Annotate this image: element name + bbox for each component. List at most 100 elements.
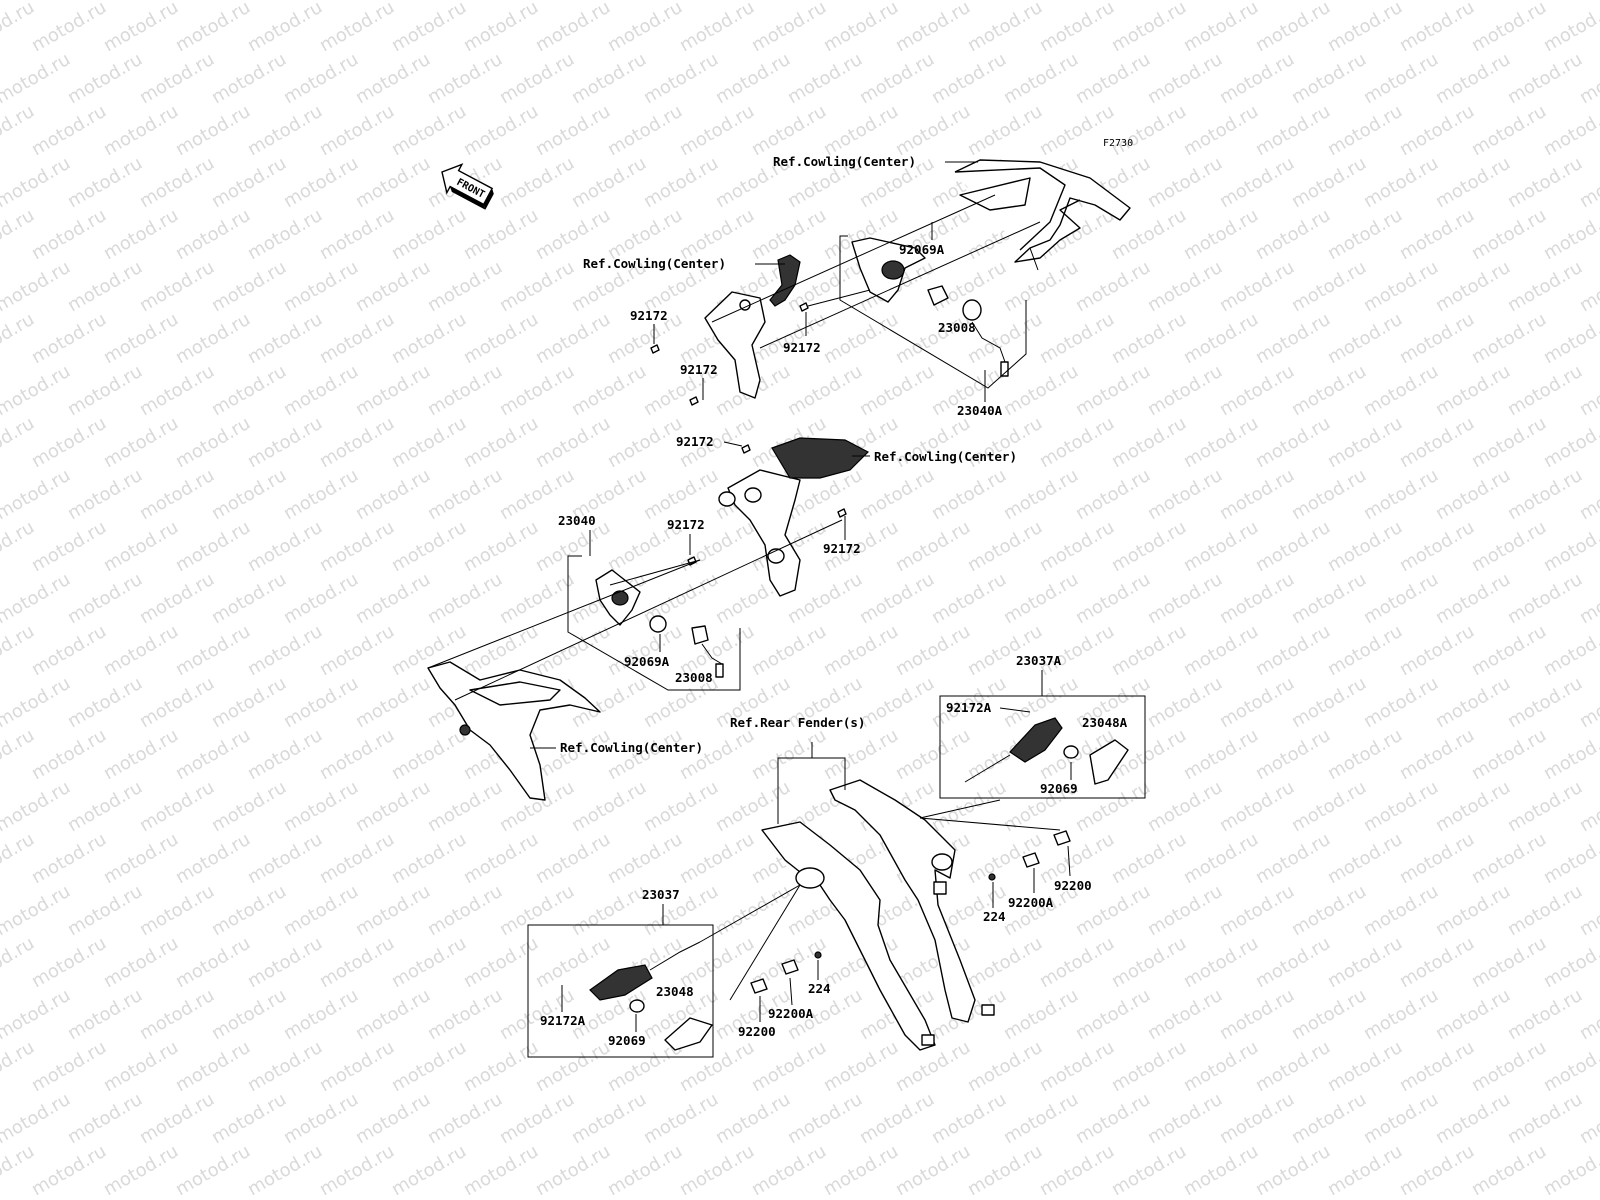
watermark-text: motod.ru	[280, 153, 362, 212]
watermark-text: motod.ru	[1288, 257, 1370, 316]
turn-signal-23037	[527, 924, 714, 1058]
watermark-text: motod.ru	[136, 257, 218, 316]
watermark-text: motod.ru	[280, 257, 362, 316]
watermark-text: motod.ru	[568, 153, 650, 212]
watermark-text: motod.ru	[1252, 621, 1334, 680]
label-92200A: 92200A	[768, 1006, 814, 1021]
watermark-text: motod.ru	[1468, 0, 1550, 56]
watermark-text: motod.ru	[1432, 881, 1514, 940]
watermark-text: motod.ru	[640, 153, 722, 212]
watermark-text: motod.ru	[460, 413, 542, 472]
watermark-text: motod.ru	[1324, 517, 1406, 576]
label-23040: 23040	[558, 513, 596, 528]
watermark-text: motod.ru	[1252, 933, 1334, 992]
watermark-text: motod.ru	[856, 465, 938, 524]
watermark-text: motod.ru	[208, 569, 290, 628]
watermark-text: motod.ru	[820, 1141, 902, 1200]
watermark-text: motod.ru	[1036, 309, 1118, 368]
watermark-text: motod.ru	[1324, 101, 1406, 160]
watermark-text: motod.ru	[424, 257, 506, 316]
leader-line	[919, 817, 1061, 831]
watermark-text: motod.ru	[136, 985, 218, 1044]
watermark-text: motod.ru	[1108, 1141, 1190, 1200]
watermark-text: motod.ru	[1252, 725, 1334, 784]
watermark-text: motod.ru	[784, 361, 866, 420]
watermark-text: motod.ru	[1252, 101, 1334, 160]
watermark-text: motod.ru	[1216, 673, 1298, 732]
watermark-text: motod.ru	[100, 309, 182, 368]
watermark-text: motod.ru	[640, 49, 722, 108]
watermark-text: motod.ru	[1000, 49, 1082, 108]
watermark-text: motod.ru	[172, 205, 254, 264]
watermark-text: motod.ru	[280, 673, 362, 732]
watermark-text: motod.ru	[424, 569, 506, 628]
watermark-text: motod.ru	[1108, 0, 1190, 56]
watermark-text: motod.ru	[1432, 361, 1514, 420]
label-ref-rear-fenders: Ref.Rear Fender(s)	[730, 715, 865, 730]
label-23037: 23037	[642, 887, 680, 902]
watermark-text: motod.ru	[1504, 361, 1586, 420]
watermark-text: motod.ru	[100, 101, 182, 160]
watermark-text: motod.ru	[0, 1089, 74, 1148]
watermark-text: motod.ru	[676, 101, 758, 160]
watermark-text: motod.ru	[892, 0, 974, 56]
watermark-text: motod.ru	[1540, 829, 1600, 888]
watermark-text: motod.ru	[280, 1089, 362, 1148]
watermark-text: motod.ru	[1180, 621, 1262, 680]
watermark-text: motod.ru	[64, 985, 146, 1044]
watermark-text: motod.ru	[280, 777, 362, 836]
label-92069: 92069	[1040, 781, 1078, 796]
watermark-text: motod.ru	[1072, 49, 1154, 108]
watermark-text: motod.ru	[136, 569, 218, 628]
label-23048: 23048	[656, 984, 694, 999]
leader-line	[454, 519, 843, 701]
watermark-text: motod.ru	[1108, 517, 1190, 576]
watermark-text: motod.ru	[640, 1089, 722, 1148]
watermark-text: motod.ru	[1360, 257, 1442, 316]
watermark-text: motod.ru	[316, 725, 398, 784]
watermark-text: motod.ru	[136, 49, 218, 108]
watermark-text: motod.ru	[1396, 517, 1478, 576]
watermark-text: motod.ru	[1144, 361, 1226, 420]
watermark-text: motod.ru	[1288, 881, 1370, 940]
label-92172: 92172	[783, 340, 821, 355]
watermark-text: motod.ru	[1216, 777, 1298, 836]
watermark-text: motod.ru	[1288, 465, 1370, 524]
label-92200A: 92200A	[1008, 895, 1054, 910]
watermark-text: motod.ru	[1216, 881, 1298, 940]
watermark-text: motod.ru	[0, 49, 74, 108]
watermark-text: motod.ru	[172, 0, 254, 56]
watermark-text: motod.ru	[208, 0, 290, 4]
watermark-text: motod.ru	[1108, 101, 1190, 160]
watermark-text: motod.ru	[244, 1037, 326, 1096]
watermark-text: motod.ru	[1180, 413, 1262, 472]
watermark-text: motod.ru	[280, 49, 362, 108]
watermark-text: motod.ru	[100, 205, 182, 264]
watermark-text: motod.ru	[172, 829, 254, 888]
watermark-text: motod.ru	[280, 881, 362, 940]
watermark-text: motod.ru	[1108, 933, 1190, 992]
center-cowling-upper	[954, 159, 1131, 271]
watermark-text: motod.ru	[1072, 361, 1154, 420]
watermark-text: motod.ru	[1180, 725, 1262, 784]
watermark-text: motod.ru	[1036, 413, 1118, 472]
watermark-text: motod.ru	[1504, 881, 1586, 940]
watermark-text: motod.ru	[820, 101, 902, 160]
watermark-text: motod.ru	[64, 49, 146, 108]
watermark-text: motod.ru	[1216, 257, 1298, 316]
watermark-text: motod.ru	[0, 257, 74, 316]
watermark-text: motod.ru	[1288, 985, 1370, 1044]
watermark-text: motod.ru	[0, 881, 74, 940]
watermark-text: motod.ru	[1000, 465, 1082, 524]
watermark-text: motod.ru	[856, 569, 938, 628]
watermark-text: motod.ru	[280, 465, 362, 524]
watermark-text: motod.ru	[1504, 1089, 1586, 1148]
watermark-text: motod.ru	[0, 361, 74, 420]
watermark-text: motod.ru	[28, 101, 110, 160]
watermark-text: motod.ru	[172, 621, 254, 680]
watermark-text: motod.ru	[100, 413, 182, 472]
watermark-text: motod.ru	[1180, 101, 1262, 160]
watermark-text: motod.ru	[1252, 829, 1334, 888]
watermark-text: motod.ru	[1144, 881, 1226, 940]
